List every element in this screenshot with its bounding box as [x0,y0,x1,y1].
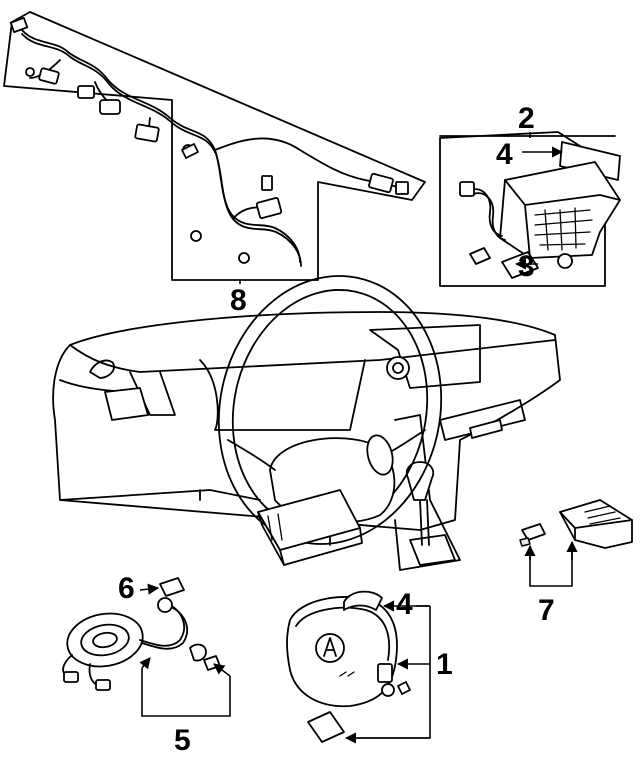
callout-5: 5 [174,724,191,757]
passenger-airbag-group [439,131,621,287]
callout-4-wheel: 4 [396,588,413,621]
callout-leaders [139,132,578,744]
callout-8: 8 [230,284,247,317]
dashboard-outline [52,311,561,531]
steering-wheel-icon [217,275,443,566]
sensor-unit-group [519,499,633,549]
callout-2: 2 [518,102,535,135]
driver-airbag-group [286,590,411,743]
callout-4-module: 4 [496,138,513,171]
callout-7: 7 [538,594,555,627]
clock-spring-icon [66,612,144,668]
callout-1: 1 [436,648,453,681]
acura-logo-icon [315,633,345,663]
harness-wire-icon [21,29,301,263]
callout-labels: 2 4 3 8 6 5 7 4 1 [118,102,555,757]
dashboard-group [52,311,561,571]
callout-6: 6 [118,572,135,605]
wire-harness-group [3,11,426,281]
callout-3: 3 [518,250,535,283]
